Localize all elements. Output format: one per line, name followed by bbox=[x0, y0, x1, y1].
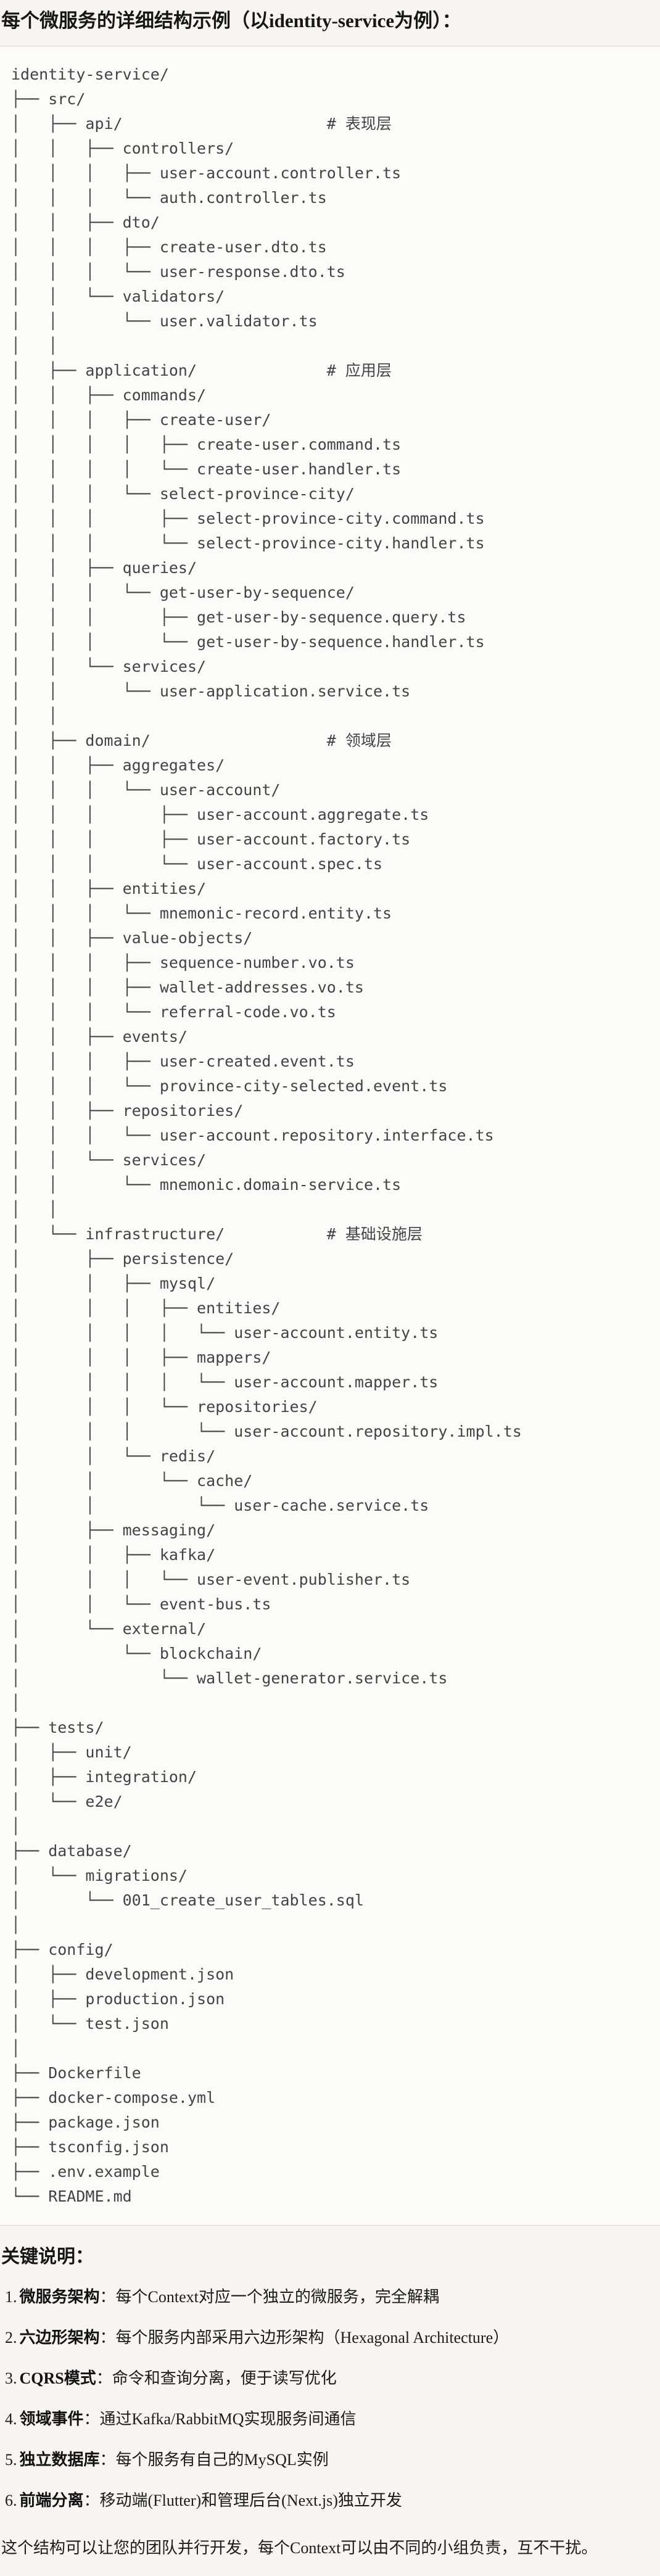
note-number: 2. bbox=[5, 2329, 17, 2347]
note-term: CQRS模式 bbox=[19, 2369, 96, 2387]
note-number: 6. bbox=[5, 2491, 17, 2509]
note-item-4: 4.领域事件：通过Kafka/RabbitMQ实现服务间通信 bbox=[5, 2408, 660, 2430]
page-title: 每个微服务的详细结构示例（以identity-service为例）： bbox=[1, 10, 461, 31]
note-term: 前端分离 bbox=[19, 2491, 84, 2509]
note-description: ：命令和查询分离，便于读写优化 bbox=[96, 2369, 337, 2387]
note-description: ：移动端(Flutter)和管理后台(Next.js)独立开发 bbox=[83, 2491, 402, 2509]
note-term: 微服务架构 bbox=[19, 2288, 100, 2306]
note-term: 六边形架构 bbox=[19, 2329, 100, 2347]
note-number: 4. bbox=[5, 2410, 17, 2428]
note-description: ：每个服务内部采用六边形架构（Hexagonal Architecture） bbox=[99, 2329, 509, 2347]
note-item-6: 6.前端分离：移动端(Flutter)和管理后台(Next.js)独立开发 bbox=[5, 2490, 660, 2512]
closing-paragraph: 这个结构可以让您的团队并行开发，每个Context可以由不同的小组负责，互不干扰… bbox=[1, 2539, 598, 2557]
note-number: 3. bbox=[5, 2369, 17, 2387]
note-item-2: 2.六边形架构：每个服务内部采用六边形架构（Hexagonal Architec… bbox=[5, 2327, 660, 2349]
note-description: ：每个服务有自己的MySQL实例 bbox=[99, 2451, 329, 2469]
note-number: 5. bbox=[5, 2451, 17, 2469]
document-page: 每个微服务的详细结构示例（以identity-service为例）： ident… bbox=[0, 7, 660, 2560]
note-term: 领域事件 bbox=[19, 2410, 84, 2428]
note-description: ：每个Context对应一个独立的微服务，完全解耦 bbox=[99, 2288, 439, 2306]
notes-heading: 关键说明： bbox=[1, 2247, 94, 2267]
directory-tree-code-block: identity-service/ ├── src/ │ ├── api/ # … bbox=[0, 46, 660, 2226]
note-item-5: 5.独立数据库：每个服务有自己的MySQL实例 bbox=[5, 2449, 660, 2471]
note-term: 独立数据库 bbox=[19, 2451, 100, 2469]
note-description: ：通过Kafka/RabbitMQ实现服务间通信 bbox=[83, 2410, 357, 2428]
note-item-1: 1.微服务架构：每个Context对应一个独立的微服务，完全解耦 bbox=[5, 2286, 660, 2308]
note-item-3: 3.CQRS模式：命令和查询分离，便于读写优化 bbox=[5, 2368, 660, 2390]
note-number: 1. bbox=[5, 2288, 17, 2306]
